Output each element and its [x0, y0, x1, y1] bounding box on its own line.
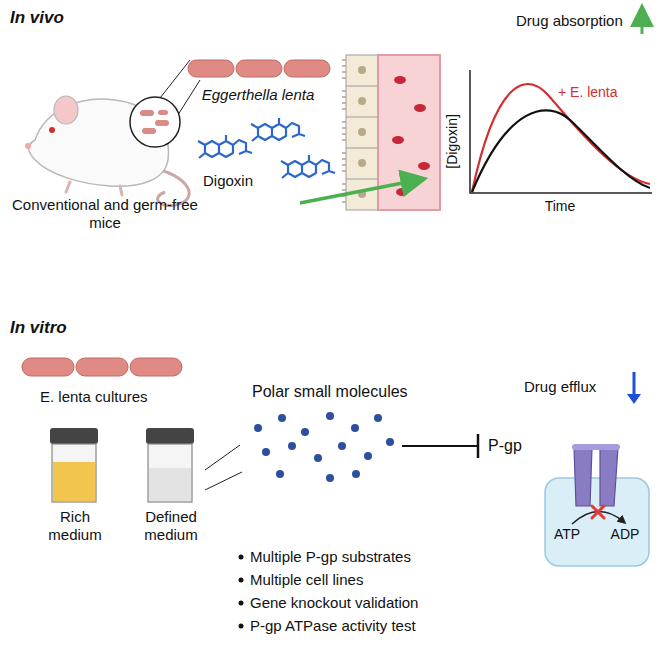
protein-label: P-gp	[488, 436, 522, 455]
culture-label: E. lenta cultures	[40, 388, 148, 406]
bullet-item: Multiple P-gp substrates	[250, 548, 411, 566]
bacteria	[188, 60, 330, 77]
small-molecules	[254, 412, 394, 482]
curve-label: + E. lenta	[558, 84, 618, 101]
mouse-label: Conventional and germ-free mice	[10, 196, 200, 232]
effect-label: Drug efflux	[524, 378, 596, 396]
absorption-arrow	[300, 180, 418, 203]
medium-label: Defined medium	[131, 508, 211, 544]
drug-label: Digoxin	[188, 172, 268, 190]
axis-label: Time	[530, 198, 590, 215]
effect-label: Drug absorption	[516, 12, 623, 30]
pk-chart	[470, 70, 652, 193]
magnifier	[130, 97, 180, 147]
vials	[50, 428, 194, 502]
organism-label: Eggerthella lenta	[178, 86, 338, 104]
bullet-item: P-gp ATPase activity test	[250, 617, 416, 635]
medium-label: Rich medium	[35, 508, 115, 544]
p-gp-transporter	[572, 444, 620, 506]
mouse	[25, 96, 189, 206]
molecule-name: ADP	[611, 526, 640, 543]
molecule-label: Polar small molecules	[252, 382, 408, 401]
section-title: In vitro	[10, 318, 67, 338]
axis-label: [Digoxin]	[444, 96, 461, 186]
cell	[545, 478, 649, 566]
molecule-name: ATP	[554, 526, 580, 543]
epithelium	[342, 55, 378, 210]
block-x	[592, 506, 604, 518]
bullet-item: Gene knockout validation	[250, 594, 418, 612]
section-title: In vivo	[10, 8, 64, 28]
bullet-item: Multiple cell lines	[250, 571, 363, 589]
cell-box: ATP ADP	[545, 478, 649, 566]
